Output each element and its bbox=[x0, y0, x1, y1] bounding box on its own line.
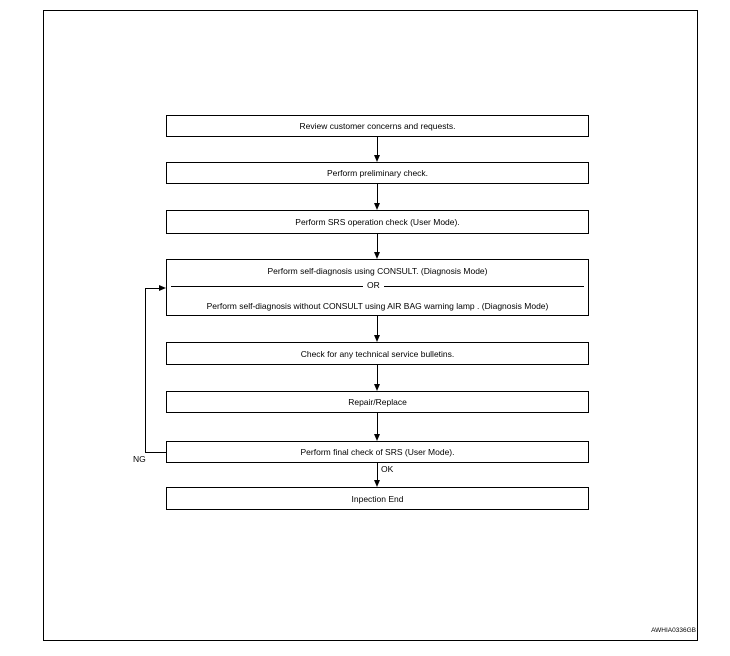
step-review-label: Review customer concerns and requests. bbox=[299, 121, 456, 131]
ng-loop-line bbox=[145, 452, 166, 453]
step-preliminary-box: Perform preliminary check. bbox=[166, 162, 589, 184]
step-repair-box: Repair/Replace bbox=[166, 391, 589, 413]
or-label: OR bbox=[363, 280, 384, 290]
arrow-connector-ok bbox=[377, 463, 378, 480]
ng-loop-line bbox=[145, 288, 159, 289]
step-self-diagnosis-box: Perform self-diagnosis using CONSULT. (D… bbox=[166, 259, 589, 316]
arrow-head bbox=[374, 335, 380, 342]
arrow-head bbox=[374, 434, 380, 441]
step-self-diag-consult-label: Perform self-diagnosis using CONSULT. (D… bbox=[267, 266, 488, 276]
step-end-box: Inpection End bbox=[166, 487, 589, 510]
arrow-head bbox=[374, 480, 380, 487]
step-operation-check-box: Perform SRS operation check (User Mode). bbox=[166, 210, 589, 234]
ng-loop-arrow-head bbox=[159, 285, 166, 291]
ng-loop-line bbox=[145, 288, 146, 452]
branch-ok-label: OK bbox=[381, 464, 394, 474]
arrow-connector bbox=[377, 184, 378, 203]
arrow-connector bbox=[377, 137, 378, 155]
step-bulletins-box: Check for any technical service bulletin… bbox=[166, 342, 589, 365]
arrow-connector bbox=[377, 234, 378, 252]
arrow-head bbox=[374, 252, 380, 259]
arrow-connector bbox=[377, 365, 378, 384]
arrow-head bbox=[374, 384, 380, 391]
step-bulletins-label: Check for any technical service bulletin… bbox=[300, 348, 455, 359]
step-repair-label: Repair/Replace bbox=[348, 397, 407, 407]
step-review-box: Review customer concerns and requests. bbox=[166, 115, 589, 137]
step-preliminary-label: Perform preliminary check. bbox=[326, 168, 429, 178]
arrow-head bbox=[374, 155, 380, 162]
step-self-diag-lamp-label: Perform self-diagnosis without CONSULT u… bbox=[206, 301, 549, 311]
step-final-check-label: Perform final check of SRS (User Mode). bbox=[300, 447, 455, 457]
step-end-label: Inpection End bbox=[351, 493, 404, 504]
diagram-frame bbox=[43, 10, 698, 641]
arrow-connector bbox=[377, 413, 378, 434]
step-final-check-box: Perform final check of SRS (User Mode). bbox=[166, 441, 589, 463]
arrow-connector bbox=[377, 316, 378, 335]
arrow-head bbox=[374, 203, 380, 210]
branch-ng-label: NG bbox=[133, 454, 146, 464]
step-operation-check-label: Perform SRS operation check (User Mode). bbox=[295, 217, 460, 227]
figure-id: AWHIA0336GB bbox=[651, 627, 696, 634]
